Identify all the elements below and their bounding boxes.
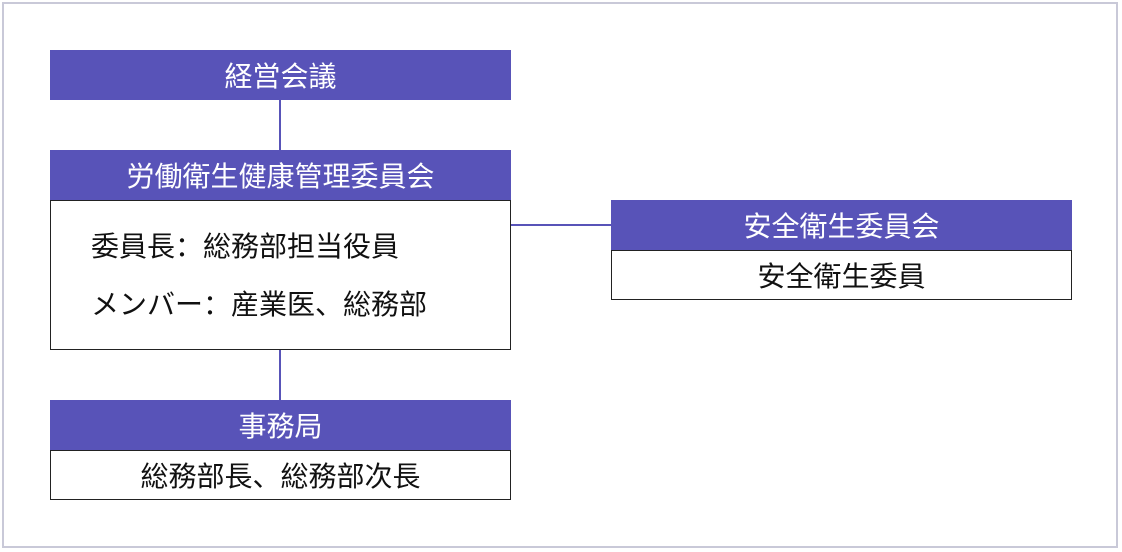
connector-board-committee: [279, 99, 281, 151]
board-title: 経営会議: [224, 60, 337, 93]
committee-body: 委員長：総務部担当役員 メンバー：産業医、総務部: [50, 200, 511, 350]
connector-committee-safety: [511, 224, 612, 226]
safety-members: 安全衛生委員: [757, 260, 926, 293]
committee-members: メンバー：産業医、総務部: [91, 288, 428, 321]
committee-title: 労働衛生健康管理委員会: [126, 160, 435, 193]
committee-header: 労働衛生健康管理委員会: [50, 150, 511, 200]
secretariat-header: 事務局: [50, 400, 511, 450]
safety-body: 安全衛生委員: [611, 250, 1072, 300]
safety-title: 安全衛生委員会: [743, 210, 940, 243]
connector-committee-secretariat: [279, 349, 281, 401]
board-box: 経営会議: [50, 50, 511, 100]
secretariat-members: 総務部長、総務部次長: [140, 460, 421, 493]
secretariat-title: 事務局: [238, 410, 323, 443]
safety-header: 安全衛生委員会: [611, 200, 1072, 250]
committee-chair: 委員長：総務部担当役員: [91, 230, 400, 263]
secretariat-body: 総務部長、総務部次長: [50, 450, 511, 500]
